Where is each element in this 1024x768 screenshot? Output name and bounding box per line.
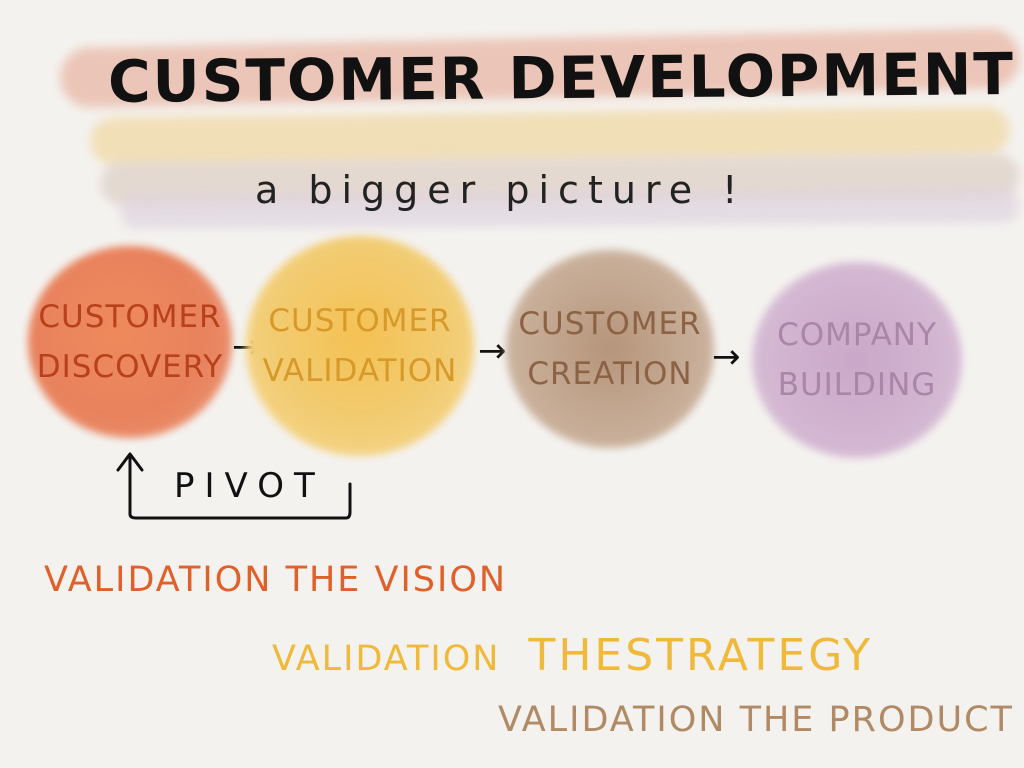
stage-bubble	[506, 250, 714, 448]
stage-label-line2: VALIDATION	[262, 353, 458, 389]
stage-customer-discovery: CUSTOMER DISCOVERY	[28, 246, 232, 438]
page-subtitle: a bigger picture !	[255, 168, 747, 212]
stage-company-building: COMPANY BUILDING	[752, 262, 962, 458]
stage-label-line2: BUILDING	[777, 367, 937, 403]
stage-label-line1: CUSTOMER	[518, 306, 702, 342]
stage-label-line1: CUSTOMER	[268, 303, 452, 339]
validation-product-text: VALIDATION THE PRODUCT	[498, 700, 1014, 740]
arrow-icon: →	[712, 337, 741, 377]
validation-strategy-emphasis: THESTRATEGY	[528, 630, 873, 681]
stage-bubble	[246, 236, 474, 456]
arrow-icon: →	[478, 331, 507, 371]
stage-label-line1: CUSTOMER	[38, 299, 222, 335]
stage-label-line1: COMPANY	[777, 317, 937, 353]
stage-customer-validation: CUSTOMER VALIDATION	[246, 236, 474, 456]
pivot-label: PIVOT	[174, 466, 325, 506]
validation-strategy-text: VALIDATION THESTRATEGY	[272, 630, 873, 681]
page-title: CUSTOMER DEVELOPMENT	[107, 40, 1016, 116]
stage-bubble	[752, 262, 962, 458]
stage-bubble	[28, 246, 232, 438]
validation-vision-text: VALIDATION THE VISION	[44, 560, 508, 600]
stage-label-line2: CREATION	[527, 356, 693, 392]
stage-label-line2: DISCOVERY	[36, 349, 224, 385]
validation-strategy-prefix: VALIDATION	[272, 639, 501, 679]
stage-customer-creation: CUSTOMER CREATION	[506, 250, 714, 448]
pivot-loop-arrow-icon	[116, 452, 352, 520]
